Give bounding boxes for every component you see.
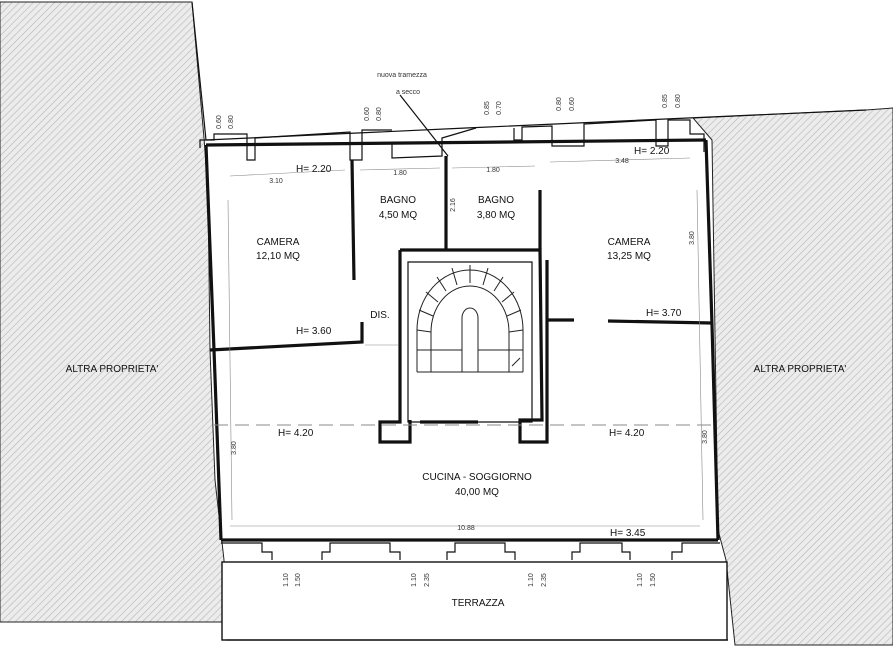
cucina-name: CUCINA - SOGGIORNO xyxy=(422,472,532,483)
spiral-staircase xyxy=(416,265,524,373)
wall-camera-left-bottom xyxy=(209,322,364,352)
bottom-window-dims: 1.10 1.50 1.10 2.35 1.10 2.35 1.10 1.50 xyxy=(283,573,657,587)
top-window-4-b: 0.60 xyxy=(569,97,576,111)
stair-inner-box xyxy=(407,261,533,423)
height-kitchen-right: H= 4.20 xyxy=(609,428,645,439)
right-neighbor-label: ALTRA PROPRIETA' xyxy=(754,364,847,375)
wall-stair-enclosure xyxy=(378,248,549,444)
wall-camera-right-stub-2 xyxy=(607,319,713,325)
bottom-window-4-b: 1.50 xyxy=(650,573,657,587)
dis-label: DIS. xyxy=(370,310,389,321)
wall-bagno-left xyxy=(350,159,356,281)
bagno-1-name: BAGNO xyxy=(380,195,416,206)
top-window-5-a: 0.85 xyxy=(662,94,669,108)
height-bottom: H= 3.45 xyxy=(610,528,646,539)
dim-camera-left-width: 3.10 xyxy=(269,178,283,185)
bottom-window-niches xyxy=(221,542,720,560)
terrace-area xyxy=(221,561,728,641)
terrazza-label: TERRAZZA xyxy=(452,598,505,609)
top-window-1-b: 0.80 xyxy=(228,115,235,129)
bottom-window-1-a: 1.10 xyxy=(283,573,290,587)
height-camera-left: H= 3.60 xyxy=(296,326,332,337)
camera-right-area: 13,25 MQ xyxy=(607,251,651,262)
top-window-dims: 0.60 0.80 0.60 0.80 0.85 0.70 0.80 0.60 … xyxy=(216,94,682,129)
dim-line-bagno-2 xyxy=(451,165,536,169)
left-neighbor-hatch xyxy=(0,1,227,623)
bagno-2-area: 3,80 MQ xyxy=(477,210,516,221)
top-window-3-a: 0.85 xyxy=(484,101,491,115)
outer-wall-right xyxy=(704,139,720,541)
right-neighbor-hatch xyxy=(691,107,893,646)
dim-line-camera-right xyxy=(549,157,691,163)
bottom-window-3-b: 2.35 xyxy=(541,573,548,587)
dim-left-vertical: 3.80 xyxy=(231,441,238,455)
dim-line-bagno-1 xyxy=(359,167,441,171)
note-leader-line xyxy=(399,94,449,157)
bagno-1-area: 4,50 MQ xyxy=(379,210,418,221)
height-camera-right: H= 3.70 xyxy=(646,308,682,319)
camera-right-name: CAMERA xyxy=(608,237,651,248)
note-line-1: nuova tramezza xyxy=(377,72,427,79)
dim-camera-right-vertical: 3.80 xyxy=(689,231,696,245)
camera-left-area: 12,10 MQ xyxy=(256,251,300,262)
top-window-3-b: 0.70 xyxy=(496,101,503,115)
height-top-right: H= 2.20 xyxy=(634,146,670,157)
top-window-4-a: 0.80 xyxy=(556,97,563,111)
bottom-window-1-b: 1.50 xyxy=(295,573,302,587)
dim-bagno-vertical: 2.16 xyxy=(450,198,457,212)
dim-bagno-2-width: 1.80 xyxy=(486,167,500,174)
outer-wall-top xyxy=(205,138,707,147)
height-top-left: H= 2.20 xyxy=(296,164,332,175)
dim-right-vertical: 3.80 xyxy=(702,430,709,444)
bottom-window-4-a: 1.10 xyxy=(637,573,644,587)
bottom-window-2-a: 1.10 xyxy=(411,573,418,587)
bottom-window-3-a: 1.10 xyxy=(528,573,535,587)
left-neighbor-label: ALTRA PROPRIETA' xyxy=(66,364,159,375)
camera-left-name: CAMERA xyxy=(257,237,300,248)
bagno-2-name: BAGNO xyxy=(478,195,514,206)
top-window-5-b: 0.80 xyxy=(675,94,682,108)
dim-total-width: 10.88 xyxy=(457,525,475,532)
note-line-2: a secco xyxy=(396,89,420,96)
dim-camera-right-width: 3.48 xyxy=(615,158,629,165)
top-window-2-a: 0.60 xyxy=(364,107,371,121)
bottom-window-2-b: 2.35 xyxy=(424,573,431,587)
dim-bagno-1-width: 1.80 xyxy=(393,170,407,177)
cucina-area: 40,00 MQ xyxy=(455,487,499,498)
top-window-1-a: 0.60 xyxy=(216,115,223,129)
dim-line-camera-left xyxy=(229,169,346,177)
dim-line-left-vertical xyxy=(227,199,233,521)
height-kitchen-left: H= 4.20 xyxy=(278,428,314,439)
top-window-niches xyxy=(199,119,705,161)
top-window-2-b: 0.80 xyxy=(376,107,383,121)
dim-line-right-vertical xyxy=(696,189,704,521)
